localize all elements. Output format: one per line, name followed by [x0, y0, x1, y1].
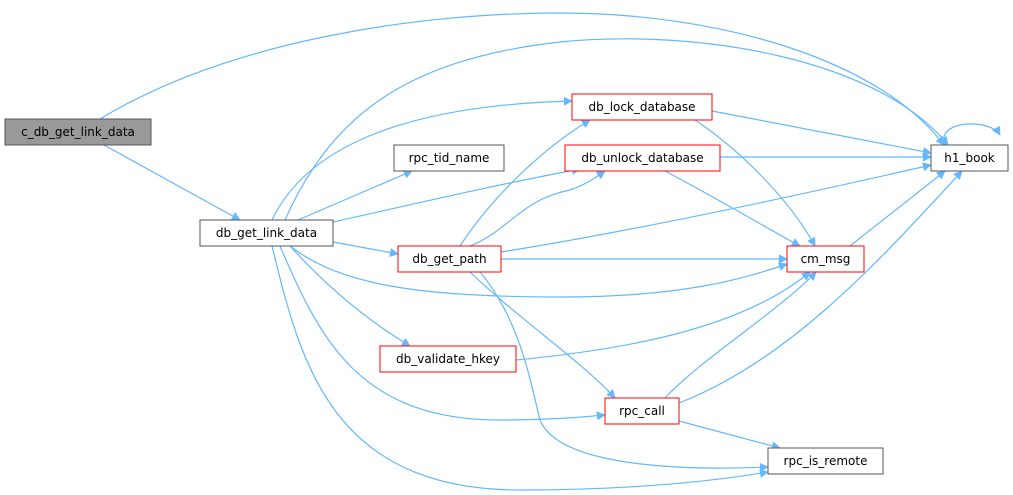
- node-label: h1_book: [944, 151, 995, 165]
- node-h1-book[interactable]: h1_book: [930, 144, 1009, 172]
- edge-db-get-link-data-to-db-lock-database: [271, 96, 573, 221]
- edge-db-validate-hkey-to-cm-msg: [515, 271, 811, 361]
- edge-db-get-link-data-to-db-unlock-database: [332, 166, 581, 223]
- node-rpc-call[interactable]: rpc_call: [604, 397, 680, 425]
- edge-db-get-link-data-to-rpc-call: [279, 245, 606, 421]
- node-box: [930, 144, 1009, 172]
- edge-cm-msg-to-h1-book: [849, 170, 946, 247]
- edge-rpc-call-to-rpc-is-remote: [678, 420, 781, 451]
- edge-db-get-path-to-h1-book: [500, 162, 932, 253]
- node-box: [397, 245, 502, 273]
- edge-c-db-get-link-data-to-h1-book: [99, 12, 945, 146]
- node-db-validate-hkey[interactable]: db_validate_hkey: [379, 345, 517, 373]
- node-label: rpc_call: [619, 404, 665, 418]
- edge-rpc-call-to-h1-book: [678, 170, 963, 404]
- node-db-unlock-database[interactable]: db_unlock_database: [564, 144, 721, 172]
- node-box: [379, 345, 517, 373]
- node-box: [786, 245, 865, 273]
- edge-h1-book-to-h1-book: [943, 123, 1001, 146]
- node-label: db_unlock_database: [581, 151, 703, 165]
- edge-db-get-link-data-to-db-validate-hkey: [289, 245, 411, 347]
- edge-rpc-call-to-cm-msg: [664, 271, 817, 399]
- node-cm-msg[interactable]: cm_msg: [786, 245, 865, 273]
- node-box: [4, 118, 152, 146]
- node-label: db_get_link_data: [216, 226, 317, 240]
- edge-db-get-link-data-to-h1-book: [284, 38, 949, 221]
- edge-db-get-path-to-rpc-call: [469, 271, 616, 399]
- edge-db-get-path-to-db-lock-database: [459, 119, 591, 247]
- edge-db-lock-database-to-h1-book: [711, 110, 932, 156]
- edge-db-unlock-database-to-cm-msg: [664, 170, 801, 247]
- node-label: db_get_path: [412, 252, 486, 266]
- edge-db-get-path-to-db-unlock-database: [469, 170, 606, 247]
- node-label: db_validate_hkey: [396, 352, 500, 366]
- edge-db-get-path-to-rpc-is-remote: [479, 271, 769, 472]
- node-box: [393, 144, 505, 172]
- node-db-lock-database[interactable]: db_lock_database: [571, 93, 713, 121]
- node-box: [571, 93, 713, 121]
- edge-c-db-get-link-data-to-db-get-link-data: [103, 144, 241, 221]
- edge-db-get-link-data-to-rpc-tid-name: [297, 170, 413, 221]
- node-label: c_db_get_link_data: [21, 125, 135, 139]
- node-db-get-path[interactable]: db_get_path: [397, 245, 502, 273]
- node-label: db_lock_database: [588, 100, 695, 114]
- edges-layer: [99, 12, 1001, 491]
- node-box: [564, 144, 721, 172]
- node-label: rpc_tid_name: [409, 151, 490, 165]
- node-box: [199, 219, 334, 247]
- edge-db-get-link-data-to-rpc-is-remote: [271, 245, 769, 491]
- node-box: [604, 397, 680, 425]
- node-box: [767, 447, 884, 475]
- node-c-db-get-link-data[interactable]: c_db_get_link_data: [4, 118, 152, 146]
- node-label: cm_msg: [801, 252, 851, 266]
- edge-db-get-link-data-to-db-get-path: [332, 241, 399, 257]
- edge-db-lock-database-to-cm-msg: [694, 119, 816, 247]
- node-rpc-tid-name[interactable]: rpc_tid_name: [393, 144, 505, 172]
- node-rpc-is-remote[interactable]: rpc_is_remote: [767, 447, 884, 475]
- edge-db-get-link-data-to-cm-msg: [289, 245, 788, 298]
- node-db-get-link-data[interactable]: db_get_link_data: [199, 219, 334, 247]
- node-label: rpc_is_remote: [784, 454, 868, 468]
- nodes-layer: c_db_get_link_data db_get_link_data rpc_ti…: [4, 93, 1009, 475]
